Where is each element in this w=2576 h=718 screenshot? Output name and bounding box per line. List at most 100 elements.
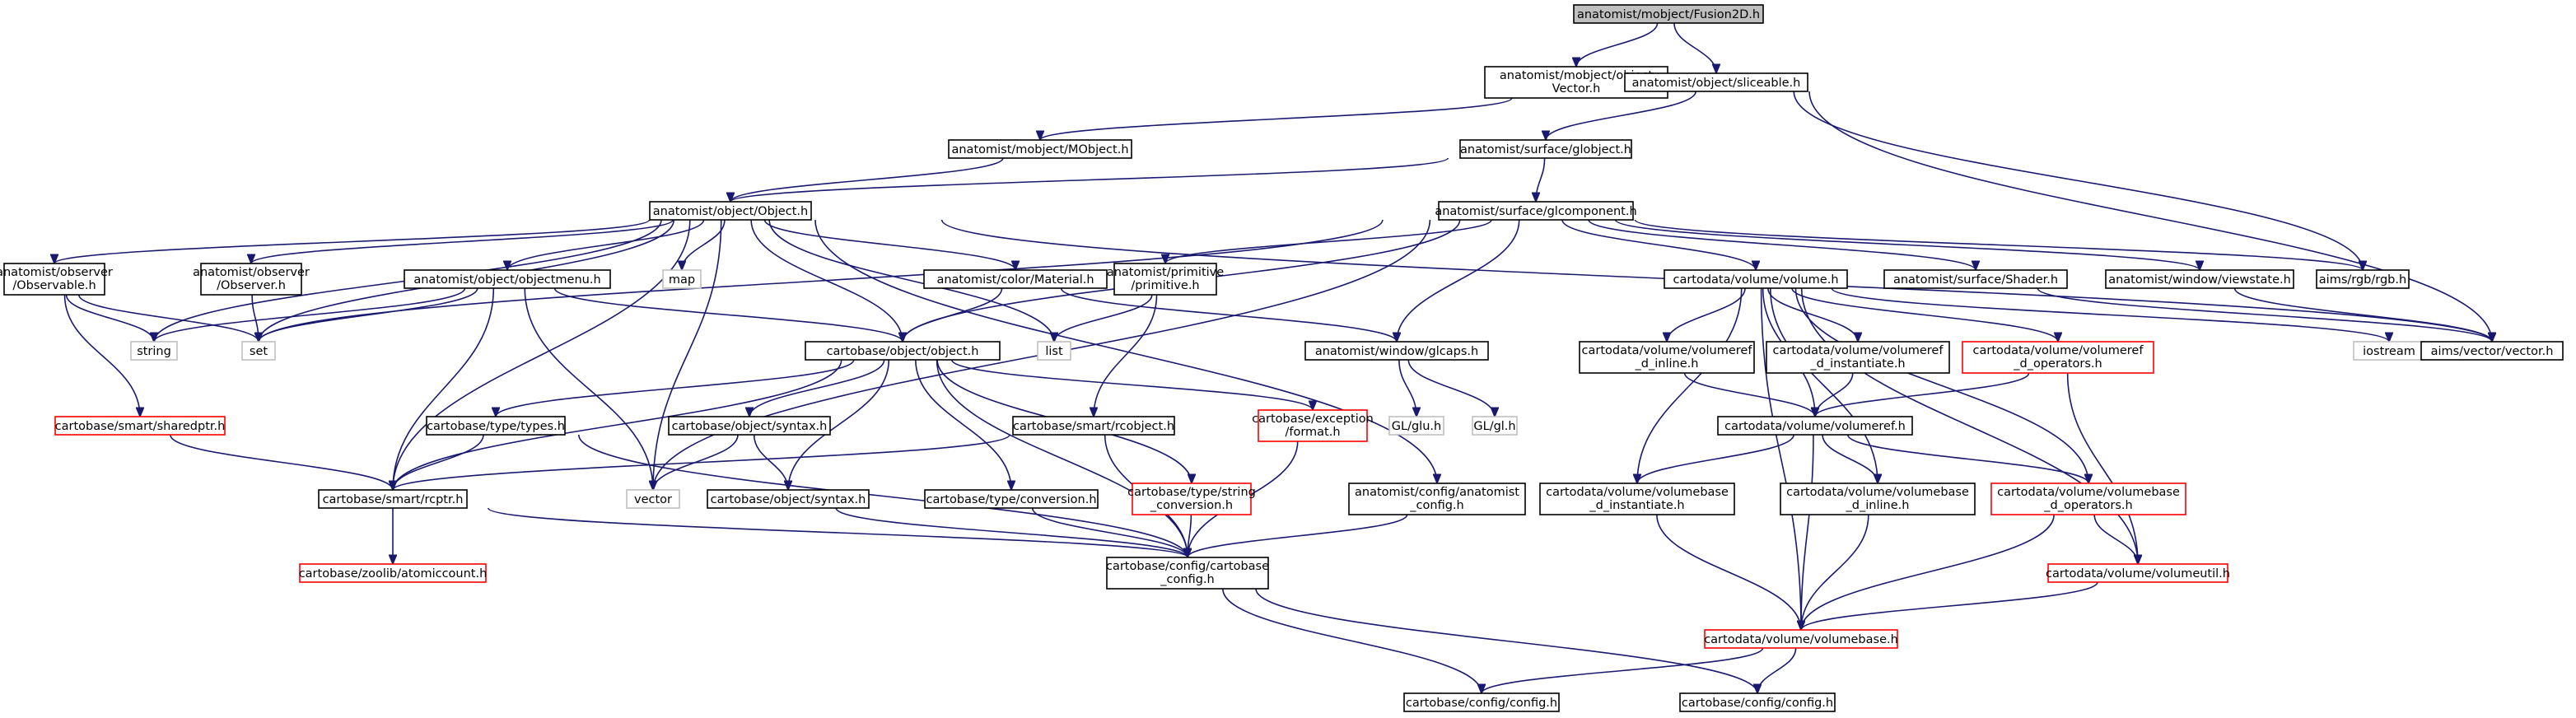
node-gl[interactable]: GL/gl.h bbox=[1472, 416, 1518, 436]
edge-objectmenu-to-vector bbox=[524, 287, 653, 490]
node-map[interactable]: map bbox=[662, 269, 702, 289]
node-box bbox=[54, 416, 226, 436]
node-label: anatomist/surface/glcomponent.h bbox=[1435, 205, 1636, 218]
node-primitive[interactable]: anatomist/primitive/primitive.h bbox=[1107, 263, 1224, 296]
node-volumeref_inst[interactable]: cartodata/volume/volumeref_d_instantiate… bbox=[1766, 341, 1950, 374]
node-box bbox=[662, 269, 702, 289]
node-rcobject[interactable]: cartobase/smart/rcobject.h bbox=[1012, 416, 1175, 436]
node-volumebase[interactable]: cartodata/volume/volumebase.h bbox=[1704, 629, 1898, 649]
node-label: cartobase/object/object.h bbox=[827, 345, 979, 358]
node-label: cartobase/type/types.h bbox=[427, 420, 565, 433]
node-label: _d_operators.h bbox=[2043, 499, 2132, 512]
node-volumebase_inst[interactable]: cartodata/volume/volumebase_d_instantiat… bbox=[1539, 483, 1735, 515]
edge-object-to-material bbox=[763, 219, 1015, 270]
node-label: cartobase/config/config.h bbox=[1406, 697, 1557, 710]
node-box bbox=[404, 269, 611, 289]
node-label: Vector.h bbox=[1552, 82, 1601, 96]
edge-glcomponent-to-viewstate bbox=[1614, 219, 2200, 271]
node-objectmenu[interactable]: anatomist/object/objectmenu.h bbox=[404, 269, 611, 289]
node-fusion2d[interactable]: anatomist/mobject/Fusion2D.h bbox=[1573, 4, 1764, 24]
edge-observable-to-sharedptr bbox=[63, 294, 140, 417]
node-globject[interactable]: anatomist/surface/globject.h bbox=[1459, 139, 1632, 159]
node-object[interactable]: anatomist/object/Object.h bbox=[649, 201, 812, 221]
node-box bbox=[1472, 416, 1518, 436]
node-box bbox=[1664, 269, 1848, 289]
node-iostream[interactable]: iostream bbox=[2353, 341, 2425, 361]
node-atomiccount[interactable]: cartobase/zoolib/atomiccount.h bbox=[299, 563, 488, 583]
node-volume[interactable]: cartodata/volume/volume.h bbox=[1664, 269, 1848, 289]
node-config1[interactable]: cartobase/config/config.h bbox=[1403, 692, 1560, 712]
node-label: anatomist/object/Object.h bbox=[653, 205, 808, 218]
node-excformat[interactable]: cartobase/exception/format.h bbox=[1252, 409, 1374, 442]
node-label: cartobase/config/cartobase bbox=[1106, 560, 1269, 573]
node-label: /Observer.h bbox=[217, 279, 286, 292]
node-label: cartobase/smart/sharedptr.h bbox=[55, 420, 226, 433]
node-cboobject[interactable]: cartobase/object/object.h bbox=[805, 341, 1001, 361]
node-label: cartobase/object/syntax.h bbox=[711, 493, 866, 506]
node-label: string bbox=[137, 345, 171, 358]
node-glu[interactable]: GL/glu.h bbox=[1388, 416, 1444, 436]
node-types[interactable]: cartobase/type/types.h bbox=[426, 416, 566, 436]
node-material[interactable]: anatomist/color/Material.h bbox=[923, 269, 1108, 289]
node-label: cartobase/type/conversion.h bbox=[926, 493, 1096, 506]
edge-glcomponent-to-shader bbox=[1588, 219, 1976, 270]
node-volumeutil[interactable]: cartodata/volume/volumeutil.h bbox=[2046, 563, 2230, 583]
edge-stringconv-to-cartoconfig bbox=[1188, 514, 1192, 557]
edge-volumeref-to-volumebase_inline bbox=[1822, 434, 1878, 483]
node-label: _conversion.h bbox=[1150, 499, 1233, 512]
node-stringconv[interactable]: cartobase/type/string_conversion.h bbox=[1127, 483, 1256, 515]
node-label: _d_instantiate.h bbox=[1589, 499, 1684, 512]
node-cartoconfig[interactable]: cartobase/config/cartobase_config.h bbox=[1106, 557, 1269, 590]
node-label: cartodata/volume/volumebase bbox=[1546, 486, 1729, 499]
edge-cboobject-to-syntax1 bbox=[749, 359, 885, 417]
edge-glcomponent-to-glcaps bbox=[1397, 219, 1520, 342]
node-box bbox=[1258, 409, 1368, 442]
node-volumebase_inline[interactable]: cartodata/volume/volumebase_d_inline.h bbox=[1780, 483, 1976, 515]
edge-fusion2d-to-sliceable bbox=[1673, 22, 1716, 73]
node-volumebase_ops[interactable]: cartodata/volume/volumebase_d_operators.… bbox=[1990, 483, 2186, 515]
node-label: _d_inline.h bbox=[1846, 499, 1910, 512]
edge-cboobject-to-types bbox=[496, 359, 855, 417]
edge-material-to-glcaps bbox=[1060, 287, 1397, 342]
node-set[interactable]: set bbox=[241, 341, 276, 361]
node-observer[interactable]: anatomist/observer/Observer.h bbox=[193, 263, 310, 296]
node-string[interactable]: string bbox=[130, 341, 178, 361]
node-box bbox=[1113, 263, 1217, 296]
node-syntax1[interactable]: cartobase/object/syntax.h bbox=[668, 416, 831, 436]
node-list[interactable]: list bbox=[1037, 341, 1071, 361]
node-sharedptr[interactable]: cartobase/smart/sharedptr.h bbox=[54, 416, 226, 436]
node-volumeref_inline[interactable]: cartodata/volume/volumeref_d_inline.h bbox=[1579, 341, 1755, 374]
node-box bbox=[1438, 201, 1634, 221]
node-vector[interactable]: vector bbox=[626, 489, 680, 509]
node-conversion[interactable]: cartobase/type/conversion.h bbox=[924, 489, 1099, 509]
node-label: cartodata/volume/volumebase bbox=[1786, 486, 1969, 499]
node-label: cartodata/volume/volumeref bbox=[1973, 344, 2144, 357]
node-vectorh[interactable]: aims/vector/vector.h bbox=[2420, 341, 2564, 361]
node-label: cartodata/volume/volumeref.h bbox=[1724, 420, 1906, 433]
node-anaconfig[interactable]: anatomist/config/anatomist_config.h bbox=[1348, 483, 1526, 515]
node-box bbox=[649, 201, 812, 221]
node-label: anatomist/config/anatomist bbox=[1355, 486, 1519, 499]
node-glcomponent[interactable]: anatomist/surface/glcomponent.h bbox=[1435, 201, 1637, 221]
edge-viewstate-to-vectorh bbox=[2233, 287, 2492, 342]
node-syntax2[interactable]: cartobase/object/syntax.h bbox=[707, 489, 870, 509]
edge-observable-to-set bbox=[77, 294, 259, 342]
node-config2[interactable]: cartobase/config/config.h bbox=[1679, 692, 1836, 712]
node-glcaps[interactable]: anatomist/window/glcaps.h bbox=[1304, 341, 1489, 361]
edge-objectmenu-to-rcptr bbox=[393, 287, 495, 490]
node-sliceable[interactable]: anatomist/object/sliceable.h bbox=[1624, 72, 1808, 92]
node-volumeref[interactable]: cartodata/volume/volumeref.h bbox=[1717, 416, 1913, 436]
node-rgb[interactable]: aims/rgb/rgb.h bbox=[2316, 269, 2410, 289]
node-rcptr[interactable]: cartobase/smart/rcptr.h bbox=[318, 489, 468, 509]
node-box bbox=[2420, 341, 2564, 361]
node-volumeref_ops[interactable]: cartodata/volume/volumeref_d_operators.h bbox=[1962, 341, 2154, 374]
edge-fusion2d-to-objectvector bbox=[1576, 22, 1659, 67]
node-label: anatomist/object/objectmenu.h bbox=[413, 273, 600, 287]
node-mobject[interactable]: anatomist/mobject/MObject.h bbox=[948, 139, 1132, 159]
node-box bbox=[1348, 483, 1526, 515]
edge-primitive-to-list bbox=[1054, 294, 1153, 342]
node-shader[interactable]: anatomist/surface/Shader.h bbox=[1883, 269, 2068, 289]
node-viewstate[interactable]: anatomist/window/viewstate.h bbox=[2105, 269, 2294, 289]
node-observable[interactable]: anatomist/observer/Observable.h bbox=[0, 263, 113, 296]
node-label: iostream bbox=[2363, 345, 2415, 358]
